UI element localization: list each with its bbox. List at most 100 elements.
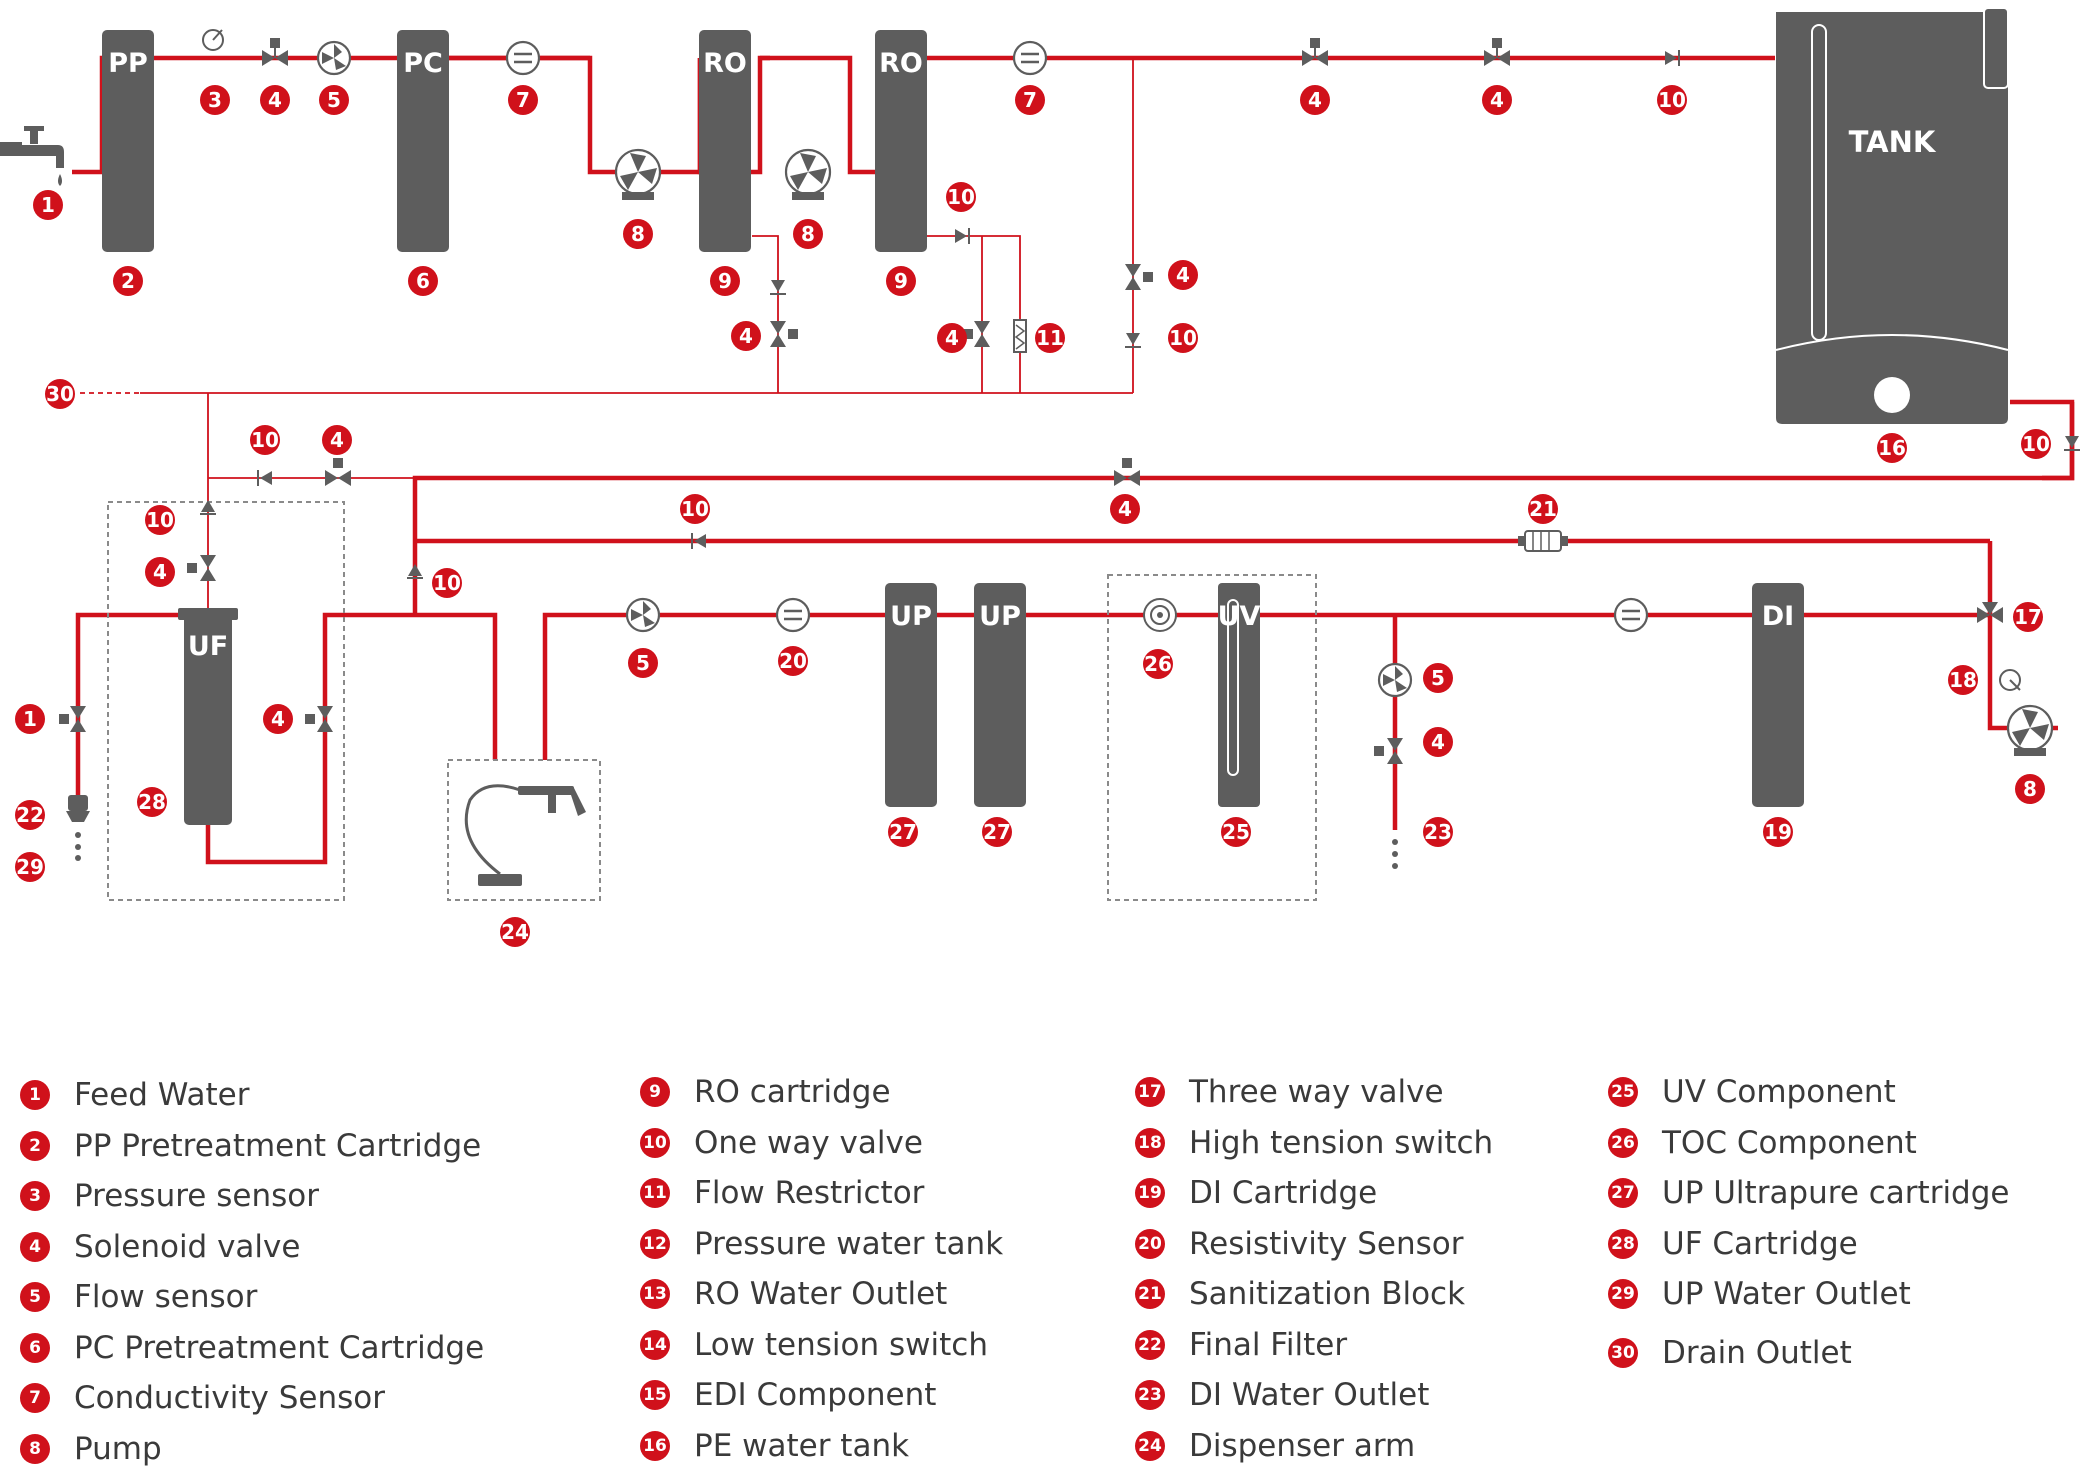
number-badge-text: 20	[779, 649, 807, 673]
flow-sensors	[316, 40, 1413, 698]
number-badge: 7	[1015, 85, 1045, 115]
legend-number-badge: 3	[20, 1181, 50, 1211]
legend-label: Flow sensor	[74, 1279, 258, 1315]
solenoid-valve-icon	[262, 38, 288, 66]
number-badge: 27	[982, 817, 1012, 847]
legend-number-badge: 4	[20, 1231, 50, 1262]
number-badge-text: 4	[1431, 730, 1445, 754]
legend-number-badge: 15	[640, 1380, 670, 1410]
number-badge-text: 27	[889, 820, 917, 844]
svg-text:RO: RO	[879, 48, 923, 79]
legend-number-badge: 30	[1608, 1337, 1638, 1368]
number-badge: 4	[1482, 85, 1512, 115]
toc-component-icon	[1143, 598, 1177, 632]
legend-label: Feed Water	[74, 1077, 250, 1113]
number-badge-text: 4	[330, 428, 344, 452]
three-way-valve-icon	[1977, 602, 2003, 623]
number-badge: 4	[1423, 727, 1453, 757]
svg-text:UV: UV	[1218, 601, 1261, 632]
ro-cartridge-1: RO	[699, 30, 751, 252]
pump-icon	[2006, 704, 2054, 756]
number-badge-text: 1	[41, 193, 55, 217]
number-badge-text: 17	[2014, 605, 2042, 629]
legend-label: PC Pretreatment Cartridge	[74, 1329, 485, 1366]
uv-component: UV	[1218, 583, 1261, 807]
flow-sensor-icon	[625, 597, 661, 633]
solenoid-valve-icon	[1374, 738, 1403, 764]
legend-number-badge: 26	[1608, 1127, 1638, 1158]
number-badge-text: 19	[1764, 820, 1792, 844]
legend-label: Final Filter	[1189, 1326, 1348, 1363]
legend-number-badge: 28	[1608, 1228, 1638, 1259]
legend-label: PP Pretreatment Cartridge	[74, 1127, 482, 1164]
number-badge-text: 7	[516, 88, 530, 112]
legend-number-badge: 8	[20, 1433, 50, 1464]
number-badge: 4	[145, 557, 175, 587]
legend-label: RO Water Outlet	[694, 1276, 948, 1312]
legend-label: EDI Component	[694, 1377, 937, 1413]
up-water-outlet-drops	[75, 832, 81, 861]
number-badge: 3	[200, 85, 230, 115]
legend-item: 25 UV Component	[1608, 1072, 1896, 1112]
number-badge: 4	[263, 704, 293, 734]
number-badge: 4	[937, 323, 967, 353]
number-badge-text: 4	[945, 326, 959, 350]
uf-module-box	[107, 501, 345, 901]
number-badge-text: 4	[271, 707, 285, 731]
legend-number-badge: 11	[640, 1178, 670, 1208]
solenoid-valve-icon	[1484, 38, 1510, 66]
legend-number-badge: 25	[1608, 1077, 1638, 1107]
legend-number-badge: 13	[640, 1279, 670, 1309]
solenoid-valve-icon	[305, 706, 333, 732]
number-badge-text: 4	[1490, 88, 1504, 112]
number-badge: 29	[15, 852, 45, 882]
drain-lines	[80, 58, 1134, 615]
legend-label: One way valve	[694, 1124, 923, 1161]
number-badge-text: 5	[1431, 666, 1445, 690]
number-badge: 4	[1168, 260, 1198, 290]
number-badge: 1	[33, 190, 63, 220]
dispenser-box	[447, 759, 601, 901]
number-badge-text: 4	[1118, 497, 1132, 521]
number-badge-text: 23	[1424, 820, 1452, 844]
number-badge-text: 8	[631, 222, 645, 246]
solenoid-valve-icon	[59, 706, 86, 732]
number-badge: 21	[1528, 494, 1558, 524]
number-badge-text: 22	[16, 803, 44, 827]
number-badge: 25	[1221, 817, 1251, 847]
number-badge: 2	[113, 266, 143, 296]
conductivity-sensor-icon	[1012, 40, 1048, 76]
number-badge: 16	[1877, 433, 1907, 463]
solenoid-valve-icon	[1125, 264, 1153, 290]
number-badge: 23	[1423, 817, 1453, 847]
legend-number-badge: 12	[640, 1228, 670, 1259]
number-badge-text: 5	[327, 88, 341, 112]
number-badge: 4	[731, 321, 761, 351]
pe-water-tank: TANK	[1775, 7, 2009, 424]
number-badge: 10	[946, 182, 976, 212]
legend-label: Sanitization Block	[1189, 1276, 1466, 1312]
number-badge: 5	[319, 85, 349, 115]
legend-number-badge: 22	[1135, 1329, 1165, 1360]
solenoid-valve-icon	[963, 321, 990, 347]
pp-cartridge: PP	[102, 30, 154, 252]
svg-text:UP: UP	[890, 601, 932, 632]
number-badge: 18	[1948, 665, 1978, 695]
legend-label: Three way valve	[1189, 1074, 1444, 1110]
final-filter-icon	[66, 795, 90, 822]
legend-label: UV Component	[1662, 1074, 1896, 1110]
number-badge: 27	[888, 817, 918, 847]
legend-label: Resistivity Sensor	[1189, 1225, 1464, 1262]
number-badge: 9	[886, 266, 916, 296]
